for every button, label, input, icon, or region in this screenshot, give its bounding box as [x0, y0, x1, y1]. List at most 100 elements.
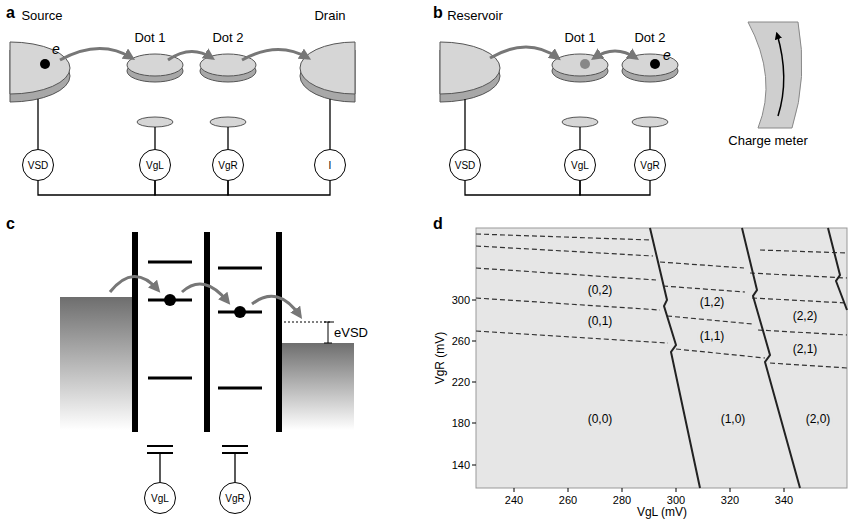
meter-circle: VgR: [634, 149, 666, 181]
tick-label: 220: [452, 376, 470, 388]
gate-plate: [562, 117, 598, 127]
part-name: Dot 2: [212, 31, 243, 45]
wire: [37, 99, 38, 149]
panel-letter: b: [433, 4, 443, 22]
electron: [234, 306, 246, 318]
axis-tick: [472, 465, 476, 466]
bias-bracket: [284, 322, 336, 343]
dot2-transition-line: [476, 298, 847, 335]
dot1-transition-line: [742, 228, 800, 488]
drain-lead: [300, 42, 355, 102]
gate-capacitor: [222, 445, 248, 447]
charge-state: (1,0): [719, 413, 748, 426]
tick-label: 180: [452, 417, 470, 429]
gate-capacitor: [147, 446, 248, 482]
tick-label: 280: [613, 494, 631, 506]
meter-circle: VgL: [139, 149, 171, 181]
meter-label: VSD: [28, 160, 49, 171]
electron: [164, 294, 246, 318]
part-name: Dot 1: [564, 31, 595, 45]
meter-circle: VgR: [212, 149, 244, 181]
tick-label: 240: [505, 494, 523, 506]
part-name: Dot 1: [134, 31, 165, 45]
tick-label: 300: [667, 494, 685, 506]
panel-letter: d: [433, 215, 443, 233]
electron: [164, 294, 176, 306]
part-name: Source: [21, 9, 62, 23]
meter-label: VgL: [146, 160, 164, 171]
tunneling-arrow: [110, 276, 158, 292]
part-name: Charge meter: [728, 134, 807, 148]
bias-bracket: [324, 322, 332, 323]
tick-label: 140: [452, 459, 470, 471]
electron: [580, 59, 660, 69]
axis-tick: [472, 341, 476, 342]
meter-label: VgL: [571, 160, 589, 171]
stability-diagram: [476, 228, 847, 488]
axis-tick: [784, 488, 785, 492]
dot1-transition-line: [650, 228, 847, 488]
gate-plate: [137, 117, 173, 127]
wire: [649, 127, 650, 149]
part-name: Dot 2: [634, 31, 665, 45]
energy-level: [218, 267, 262, 270]
dot2-transition-line: [476, 331, 847, 368]
tunneling-arrow: [60, 48, 132, 60]
reservoir-lead: [440, 42, 500, 94]
tunneling-arrow: [252, 296, 300, 316]
panel-letter: c: [6, 215, 15, 233]
tunnel-barrier: [276, 232, 282, 432]
lead-fermi-sea: [60, 297, 132, 430]
tick-label: 320: [721, 494, 739, 506]
charge-state: (1,2): [698, 296, 727, 309]
tunneling-arrow: [242, 49, 308, 60]
meter-circle: VSD: [449, 149, 481, 181]
charge-state: (2,1): [791, 343, 820, 356]
axis-tick: [622, 488, 623, 492]
wire: [38, 99, 330, 149]
charge-meter: [748, 22, 802, 128]
part-name: Reservoir: [447, 9, 503, 23]
stability-diagram: [476, 228, 847, 488]
gate-plate: [137, 117, 246, 127]
axis-title: VgR (mV): [434, 332, 447, 385]
meter-label: I: [329, 160, 332, 171]
electron-label: e: [663, 48, 671, 63]
axis-tick: [568, 488, 569, 492]
wire: [227, 127, 228, 149]
charge-state: (1,1): [698, 330, 727, 343]
tunnel-barrier: [132, 232, 282, 432]
axis-tick: [676, 488, 677, 492]
meter-label: VgR: [225, 493, 244, 504]
electron: [40, 59, 50, 69]
axis-title: VgL (mV): [637, 506, 687, 519]
tick-label: 260: [452, 335, 470, 347]
tunneling-arrow: [594, 51, 636, 58]
wire: [464, 99, 465, 149]
gate-plate: [210, 117, 246, 127]
axis-tick: [472, 382, 476, 383]
energy-level: [148, 262, 262, 388]
dot2-transition-line: [476, 234, 847, 253]
charge-meter: [748, 22, 802, 128]
source-lead: [10, 42, 70, 94]
meter-circle: VSD: [22, 149, 54, 181]
dot1-transition-line: [650, 228, 700, 488]
lead-fermi-sea: [282, 343, 354, 430]
tunneling-arrow: [60, 48, 308, 60]
electron-label: e: [52, 42, 60, 57]
meter-circle: I: [314, 149, 346, 181]
panel-letter: a: [6, 4, 15, 22]
wire: [329, 99, 330, 149]
gate-capacitor: [147, 445, 173, 447]
meter-label: VSD: [455, 160, 476, 171]
tick-label: 260: [559, 494, 577, 506]
dot2-transition-line: [476, 234, 847, 368]
wire: [228, 181, 330, 195]
axis-tick: [514, 488, 515, 492]
tunneling-arrow: [490, 47, 558, 58]
tunnel-barrier: [132, 232, 138, 432]
tunneling-arrow: [182, 284, 228, 302]
